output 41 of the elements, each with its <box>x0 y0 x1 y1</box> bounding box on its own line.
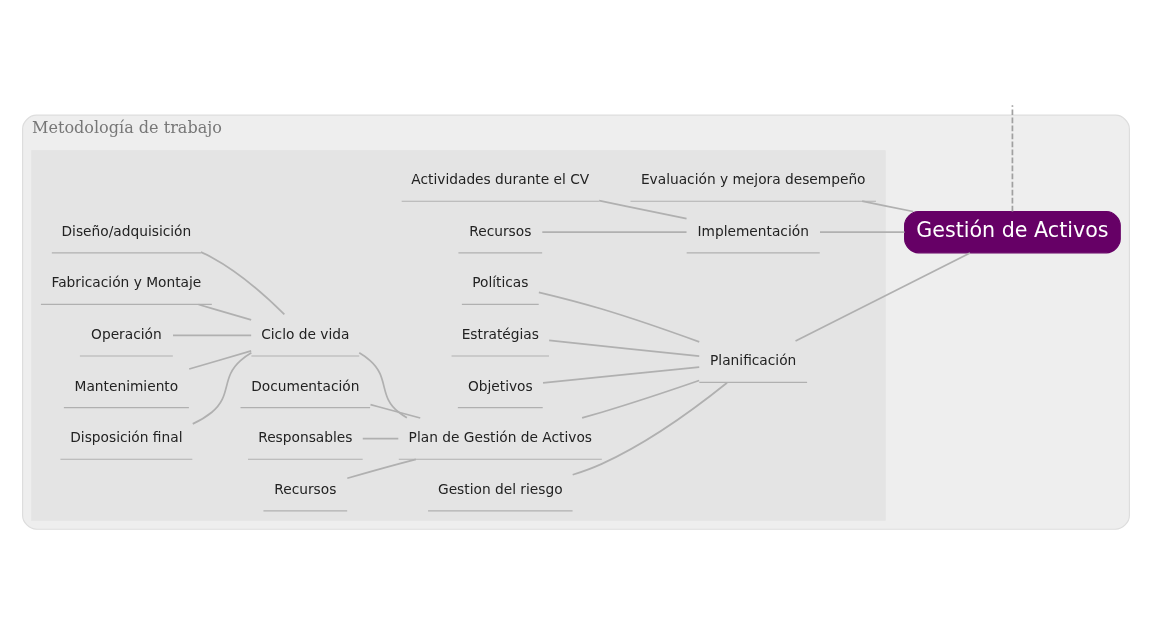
node-text: Fabricación y Montaje <box>51 273 202 290</box>
node-text: Ciclo de vida <box>261 325 350 342</box>
node-text: Políticas <box>472 273 529 290</box>
connector <box>361 437 400 439</box>
node-text: Estratégias <box>461 325 539 342</box>
connector <box>188 349 252 370</box>
connector <box>819 230 906 233</box>
node-text: Disposición final <box>70 428 183 445</box>
connector <box>861 199 914 212</box>
connector <box>571 381 728 476</box>
node-text: Actividades durante el CV <box>411 170 590 187</box>
connector <box>542 365 701 384</box>
node-text: Documentación <box>251 377 360 394</box>
node-text: Operación <box>91 325 162 342</box>
connector <box>346 458 417 479</box>
node-text: Objetivos <box>467 377 533 394</box>
node-text: Mantenimiento <box>74 377 179 394</box>
connector <box>191 351 253 425</box>
node-text: Gestion del riesgo <box>437 480 563 497</box>
connector <box>548 339 701 357</box>
node-text: Plan de Gestión de Activos <box>408 428 592 445</box>
connector <box>197 303 252 321</box>
node-text: Planificación <box>710 351 797 368</box>
connector <box>598 199 688 220</box>
connector <box>541 230 688 233</box>
connector <box>581 379 700 419</box>
connector <box>369 403 422 419</box>
node-text: Responsables <box>258 428 353 445</box>
cluster <box>31 149 886 521</box>
node-text: Implementación <box>697 222 809 239</box>
connector <box>538 290 701 343</box>
node-text: Recursos <box>274 480 337 497</box>
node-text: Evaluación y mejora desempeño <box>640 170 866 187</box>
node-text: Diseño/adquisición <box>61 222 192 239</box>
connector <box>200 250 286 315</box>
connector <box>358 351 408 419</box>
node-text: Recursos <box>469 222 532 239</box>
connector <box>172 334 252 336</box>
node-box: Gestión de Activos <box>904 210 1121 253</box>
connector <box>1011 105 1014 212</box>
connector <box>794 251 971 342</box>
